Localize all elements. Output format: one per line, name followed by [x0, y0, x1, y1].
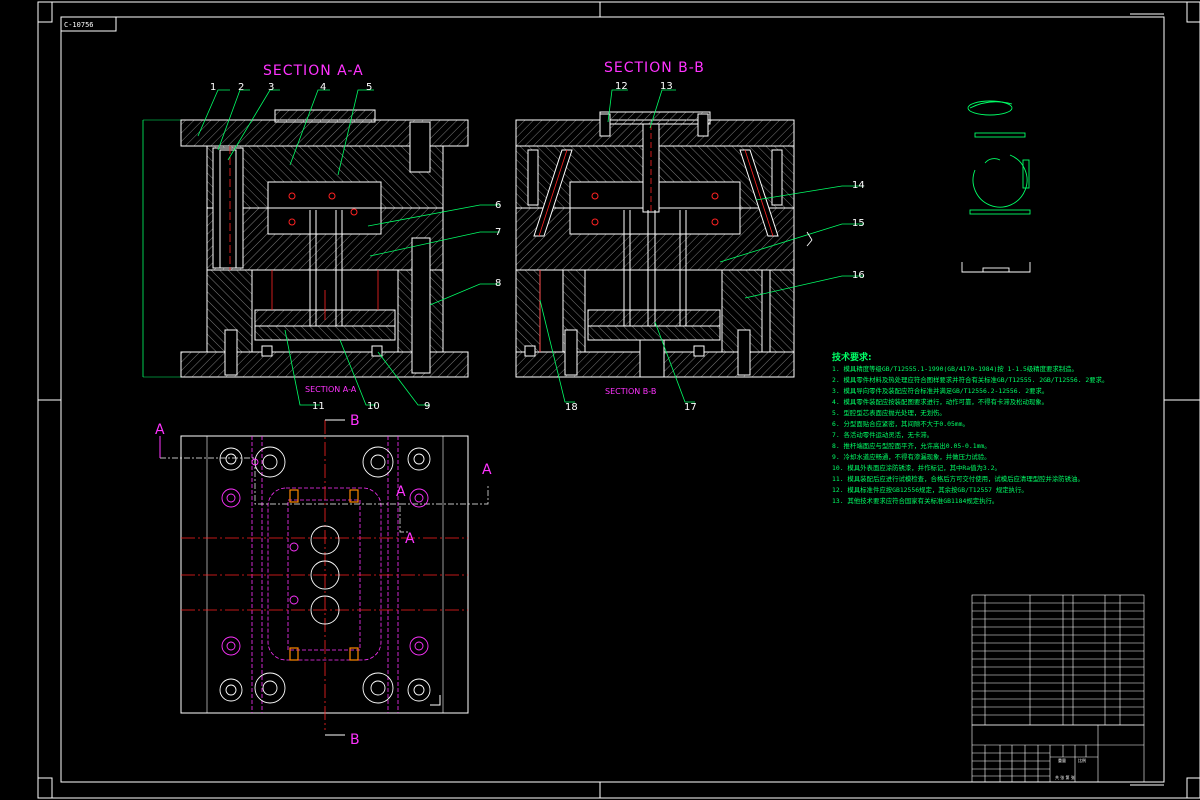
cut-mark-a-right: A: [482, 462, 493, 478]
cut-mark-b-top: B: [350, 413, 361, 429]
callout-9: 9: [424, 401, 430, 412]
callout-1: 1: [210, 82, 216, 93]
section-a-a-view: SECTION A-A: [142, 63, 469, 394]
callout-6: 6: [495, 200, 501, 211]
callout-14: 14: [852, 180, 865, 191]
title-block-text: 重量 比例 共 张 第 张: [1055, 757, 1086, 780]
cut-mark-a-inner-top: A: [396, 484, 407, 500]
title-sheet-label: 共 张 第 张: [1055, 774, 1075, 780]
technical-requirements: 技术要求: 1. 模具精度等级GB/T12555.1-1990(GB/4170-…: [832, 351, 1108, 505]
section-b-title: SECTION B-B: [604, 60, 705, 76]
callout-2: 2: [238, 82, 244, 93]
tech-note-3: 3. 模具导向零件及装配应符合标准并满足GB/T12556.2-12556. 2…: [832, 386, 1048, 395]
tech-note-12: 12. 模具标准件应按GB12556规定，其余按GB/T12557 规定执行。: [832, 485, 1028, 494]
callout-8: 8: [495, 278, 501, 289]
tech-note-5: 5. 型腔型芯表面应抛光处理，无划伤。: [832, 408, 946, 417]
cut-mark-a-left: A: [155, 422, 166, 438]
cut-mark-a-inner-bottom: A: [405, 531, 416, 547]
callout-7: 7: [495, 227, 501, 238]
title-scale-label: 比例: [1078, 757, 1086, 763]
callout-16: 16: [852, 270, 865, 281]
callout-17: 17: [684, 402, 697, 413]
drawing-code-text: C-10756: [64, 21, 94, 29]
tech-note-6: 6. 分型面贴合应紧密，其间隙不大于0.05mm。: [832, 419, 969, 428]
section-b-label: SECTION B-B: [605, 387, 656, 396]
tech-note-1: 1. 模具精度等级GB/T12555.1-1990(GB/4170-1984)按…: [832, 364, 1078, 373]
callout-5: 5: [366, 82, 372, 93]
tech-note-4: 4. 模具零件装配应按装配图要求进行，动作可靠，不得有卡滞及松动现象。: [832, 397, 1048, 406]
callout-3: 3: [268, 82, 274, 93]
callout-15: 15: [852, 218, 865, 229]
drawing-frame: [37, 1, 1200, 799]
tech-note-11: 11. 模具装配后应进行试模检查，合格后方可交付使用，试模后应清理型腔并涂防锈油…: [832, 474, 1084, 483]
plan-view: [159, 419, 489, 736]
tech-notes-title: 技术要求:: [832, 351, 872, 363]
section-a-label: SECTION A-A: [305, 385, 357, 394]
drawing-code-box: C-10756: [60, 16, 117, 32]
section-b-b-view: SECTION B-B: [515, 60, 795, 396]
part-detail-view: [806, 100, 1031, 273]
section-a-callouts: [197, 89, 500, 406]
section-a-title: SECTION A-A: [263, 63, 364, 79]
callout-4: 4: [320, 82, 326, 93]
callout-13: 13: [660, 81, 673, 92]
cut-mark-b-bottom: B: [350, 732, 361, 748]
title-block: [971, 594, 1145, 783]
tech-note-13: 13. 其他技术要求应符合国家有关标准GB1184规定执行。: [832, 496, 998, 505]
title-weight-label: 重量: [1058, 757, 1066, 763]
tech-note-10: 10. 模具外表面应涂防锈漆，并作标记，其中Ra值为3.2。: [832, 463, 1001, 472]
tech-note-8: 8. 推杆端面应与型腔面平齐，允许高出0.05-0.1mm。: [832, 441, 991, 450]
callout-11: 11: [312, 401, 325, 412]
callout-12: 12: [615, 81, 628, 92]
callout-10: 10: [367, 401, 380, 412]
callout-18: 18: [565, 402, 578, 413]
section-b-callouts: [539, 89, 864, 403]
tech-note-9: 9. 冷却水道应畅通，不得有渗漏现象，并做压力试验。: [832, 452, 991, 461]
tech-note-7: 7. 各活动零件运动灵活，无卡滞。: [832, 430, 933, 439]
tech-note-2: 2. 模具零件材料及热处理应符合图样要求并符合有关标准GB/T12555. 2G…: [832, 375, 1108, 384]
